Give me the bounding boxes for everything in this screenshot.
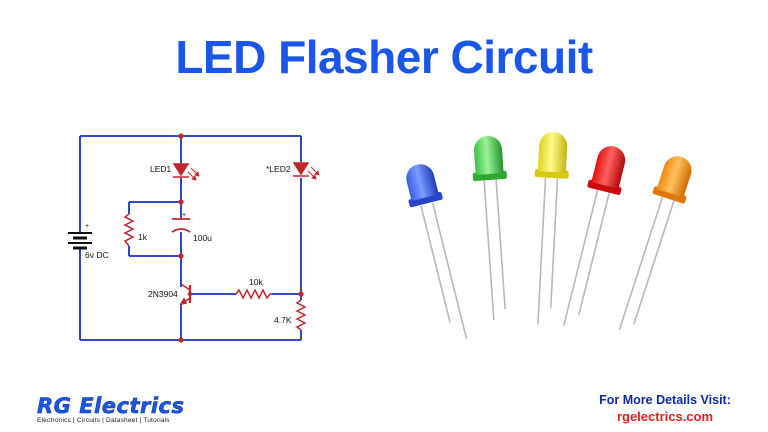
yellow-led	[534, 132, 569, 325]
visit-url-link[interactable]: rgelectrics.com	[616, 409, 714, 424]
led2-label: *LED2	[266, 164, 291, 174]
orange-led	[618, 156, 692, 331]
red-led	[563, 146, 626, 326]
led1-label: LED1	[150, 164, 172, 174]
led1-symbol	[172, 163, 200, 181]
led2-symbol	[292, 162, 320, 180]
resistor-1k-label: 1k	[138, 232, 148, 242]
junction-dot	[178, 253, 184, 259]
green-led	[472, 136, 507, 321]
transistor-label: 2N3904	[148, 289, 178, 299]
blue-led	[406, 164, 468, 339]
visit-label: For More Details Visit:	[599, 393, 731, 407]
capacitor-symbol	[171, 218, 191, 233]
capacitor-plus: +	[182, 212, 186, 219]
resistor-4k7-label: 4.7K	[274, 315, 292, 325]
junction-dot	[178, 133, 184, 139]
battery-plus: +	[85, 223, 89, 230]
resistor-10k-symbol	[235, 288, 272, 300]
logo-tagline: Electronics | Circuits | Datasheet | Tut…	[37, 417, 170, 424]
transistor-symbol	[179, 283, 192, 306]
resistor-1k-symbol	[123, 213, 135, 247]
visit-info: For More Details Visit: rgelectrics.com	[560, 393, 768, 424]
resistor-4k7-symbol	[295, 299, 307, 331]
battery-symbol	[68, 232, 92, 250]
resistor-10k-label: 10k	[249, 277, 263, 287]
junction-dot	[178, 337, 184, 343]
rg-electrics-logo: RG Electrics Electronics | Circuits | Da…	[37, 394, 185, 424]
battery-label: 6v DC	[85, 250, 109, 260]
junction-dot	[298, 291, 304, 297]
capacitor-label: 100u	[193, 233, 212, 243]
logo-name: RG Electrics	[37, 394, 185, 419]
junction-dot	[178, 199, 184, 205]
page-title: LED Flasher Circuit	[175, 31, 593, 83]
